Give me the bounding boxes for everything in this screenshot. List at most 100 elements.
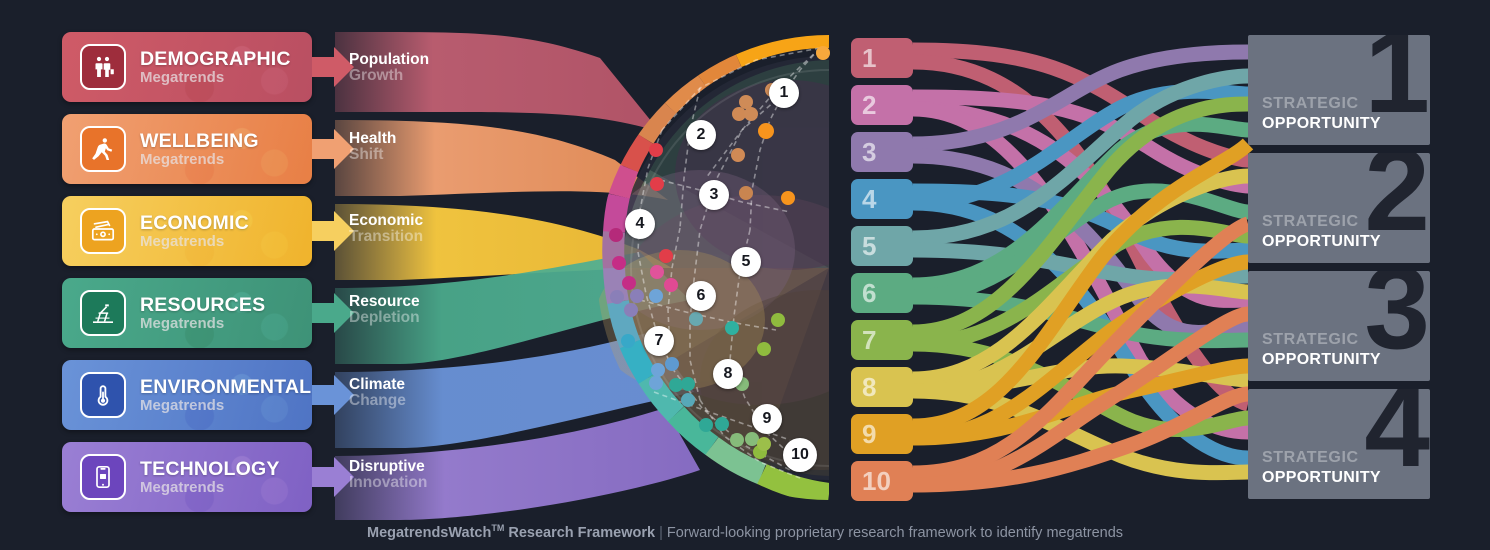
caption-description: Forward-looking proprietary research fra…: [666, 525, 1124, 541]
trend-line1: Climate: [349, 376, 405, 393]
oil-pump-icon: [80, 290, 126, 336]
center-node-3[interactable]: 3: [699, 180, 729, 210]
megatrend-chip-2[interactable]: 2: [851, 85, 913, 125]
megatrend-chip-3[interactable]: 3: [851, 132, 913, 172]
caption: MegatrendsWatchTM Research Framework | F…: [0, 523, 1490, 541]
category-subtitle: Megatrends: [140, 232, 225, 250]
megatrend-chip-label: 1: [862, 43, 877, 73]
center-node-label: 6: [696, 287, 706, 304]
megatrend-chip-label: 2: [862, 90, 877, 120]
trend-line2: Change: [349, 392, 406, 410]
megatrend-chip-label: 5: [862, 231, 877, 261]
category-subtitle: Megatrends: [140, 314, 225, 332]
trend-line1: Economic: [349, 212, 424, 229]
megatrend-chip-8[interactable]: 8: [851, 367, 913, 407]
center-node-7[interactable]: 7: [644, 326, 674, 356]
category-title: WELLBEING: [140, 129, 259, 152]
center-node-4[interactable]: 4: [625, 209, 655, 239]
opportunity-line2: OPPORTUNITY: [1262, 351, 1381, 368]
category-subtitle: Megatrends: [140, 478, 225, 496]
center-node-label: 3: [709, 186, 719, 203]
thermometer-icon: [80, 372, 126, 418]
trend-line2: Shift: [349, 146, 384, 164]
trend-line2: Growth: [349, 67, 404, 85]
caption-brand: MegatrendsWatch: [366, 525, 492, 541]
center-node-10[interactable]: 10: [783, 438, 817, 472]
trend-line1: Disruptive: [349, 458, 425, 475]
banknotes-icon: [80, 208, 126, 254]
category-title: TECHNOLOGY: [140, 457, 280, 480]
megatrend-chip-4[interactable]: 4: [851, 179, 913, 219]
caption-separator: |: [655, 525, 667, 541]
category-subtitle: Megatrends: [140, 396, 225, 414]
megatrend-chip-label: 8: [862, 372, 877, 402]
megatrend-chip-9[interactable]: 9: [851, 414, 913, 454]
megatrend-chip-7[interactable]: 7: [851, 320, 913, 360]
opportunity-line1: STRATEGIC: [1262, 213, 1359, 230]
opportunity-number: 3: [1364, 271, 1430, 374]
megatrend-chip-label: 4: [862, 184, 877, 214]
megatrend-chip-6[interactable]: 6: [851, 273, 913, 313]
center-node-5[interactable]: 5: [731, 247, 761, 277]
category-subtitle: Megatrends: [140, 68, 225, 86]
category-arrow-3: [312, 208, 356, 254]
trend-line1: Resource: [349, 293, 420, 310]
megatrend-chip-10[interactable]: 10: [851, 461, 913, 501]
center-node-6[interactable]: 6: [686, 281, 716, 311]
center-node-1[interactable]: 1: [769, 78, 799, 108]
opportunity-number: 2: [1364, 153, 1430, 256]
category-arrow-4: [312, 290, 356, 336]
opportunity-line1: STRATEGIC: [1262, 95, 1359, 112]
center-node-8[interactable]: 8: [713, 359, 743, 389]
trend-line1: Population: [349, 51, 430, 68]
megatrend-chip-label: 9: [862, 419, 877, 449]
opportunity-number: 1: [1364, 35, 1430, 138]
megatrend-chip-label: 6: [862, 278, 877, 308]
megatrend-chip-1[interactable]: 1: [851, 38, 913, 78]
category-title: ECONOMIC: [140, 211, 249, 234]
megatrend-chip-label: 10: [862, 466, 891, 496]
center-node-label: 10: [791, 446, 809, 463]
center-node-label: 1: [779, 84, 789, 101]
center-node-9[interactable]: 9: [752, 404, 782, 434]
category-title: DEMOGRAPHIC: [140, 47, 291, 70]
category-arrow-6: [312, 454, 356, 500]
category-arrow-1: [312, 44, 356, 90]
yoga-person-icon: [80, 126, 126, 172]
smartphone-icon: [80, 454, 126, 500]
category-arrow-2: [312, 126, 356, 172]
category-arrow-5: [312, 372, 356, 418]
center-node-2[interactable]: 2: [686, 120, 716, 150]
family-icon: [80, 44, 126, 90]
center-node-label: 8: [723, 365, 733, 382]
center-node-label: 2: [696, 126, 706, 143]
category-title: ENVIRONMENTAL: [140, 375, 312, 398]
trend-line1: Health: [349, 130, 397, 147]
opportunity-line1: STRATEGIC: [1262, 331, 1359, 348]
category-subtitle: Megatrends: [140, 150, 225, 168]
trend-line2: Transition: [349, 228, 424, 246]
opportunity-line1: STRATEGIC: [1262, 449, 1359, 466]
megatrend-chip-5[interactable]: 5: [851, 226, 913, 266]
